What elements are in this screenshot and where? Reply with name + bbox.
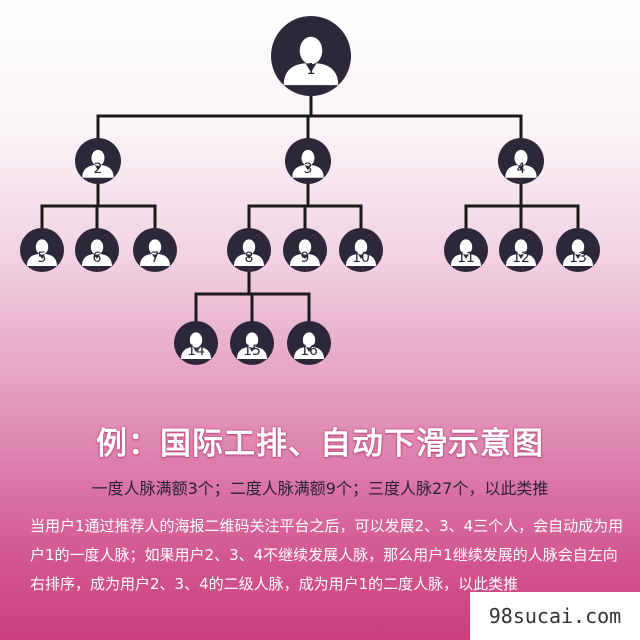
diagram-subtitle: 一度人脉满额3个；二度人脉满额9个；三度人脉27个，以此类推 [91,479,549,498]
user-silhouette-icon [294,332,324,359]
user-silhouette-icon [563,239,593,266]
user-silhouette-icon [140,239,170,266]
user-node-11: 11 [444,228,488,272]
user-silhouette-icon [292,149,324,178]
user-silhouette-icon [283,36,339,86]
user-node-label: 14 [187,343,205,359]
user-node-9: 9 [283,228,327,272]
user-node-7: 7 [133,228,177,272]
user-node-5: 5 [20,228,64,272]
user-node-6: 6 [75,228,119,272]
user-node-label: 3 [304,161,313,177]
user-node-label: 7 [151,250,160,266]
user-silhouette-icon [237,332,267,359]
user-node-3: 3 [285,138,331,184]
user-node-16: 16 [287,321,331,365]
user-node-label: 2 [94,161,103,177]
user-node-4: 4 [498,138,544,184]
user-node-13: 13 [556,228,600,272]
user-node-8: 8 [227,228,271,272]
user-node-label: 10 [352,250,370,266]
user-node-label: 12 [512,250,530,266]
user-node-label: 1 [306,60,316,78]
user-node-14: 14 [174,321,218,365]
user-silhouette-icon [181,332,211,359]
user-node-label: 5 [38,250,47,266]
user-silhouette-icon [505,149,537,178]
user-node-label: 16 [300,343,318,359]
user-silhouette-icon [234,239,264,266]
user-silhouette-icon [506,239,536,266]
watermark-badge: 98sucai.com [470,592,640,640]
diagram-title: 例：国际工排、自动下滑示意图 [96,426,544,462]
user-node-label: 4 [517,161,526,177]
user-silhouette-icon [82,239,112,266]
user-silhouette-icon [27,239,57,266]
user-node-label: 15 [243,343,261,359]
user-node-label: 13 [569,250,587,266]
user-node-label: 8 [245,250,254,266]
user-silhouette-icon [346,239,376,266]
user-node-label: 6 [93,250,102,266]
user-silhouette-icon [82,149,114,178]
diagram-description: 当用户1通过推荐人的海报二维码关注平台之后，可以发展2、3、4三个人，会自动成为… [30,517,624,593]
user-node-12: 12 [499,228,543,272]
tree-connectors [40,92,580,325]
user-node-15: 15 [230,321,274,365]
user-node-2: 2 [75,138,121,184]
user-node-10: 10 [339,228,383,272]
user-node-1: 1 [271,16,351,96]
user-silhouette-icon [290,239,320,266]
user-silhouette-icon [451,239,481,266]
user-node-label: 11 [457,250,475,266]
user-node-label: 9 [301,250,310,266]
